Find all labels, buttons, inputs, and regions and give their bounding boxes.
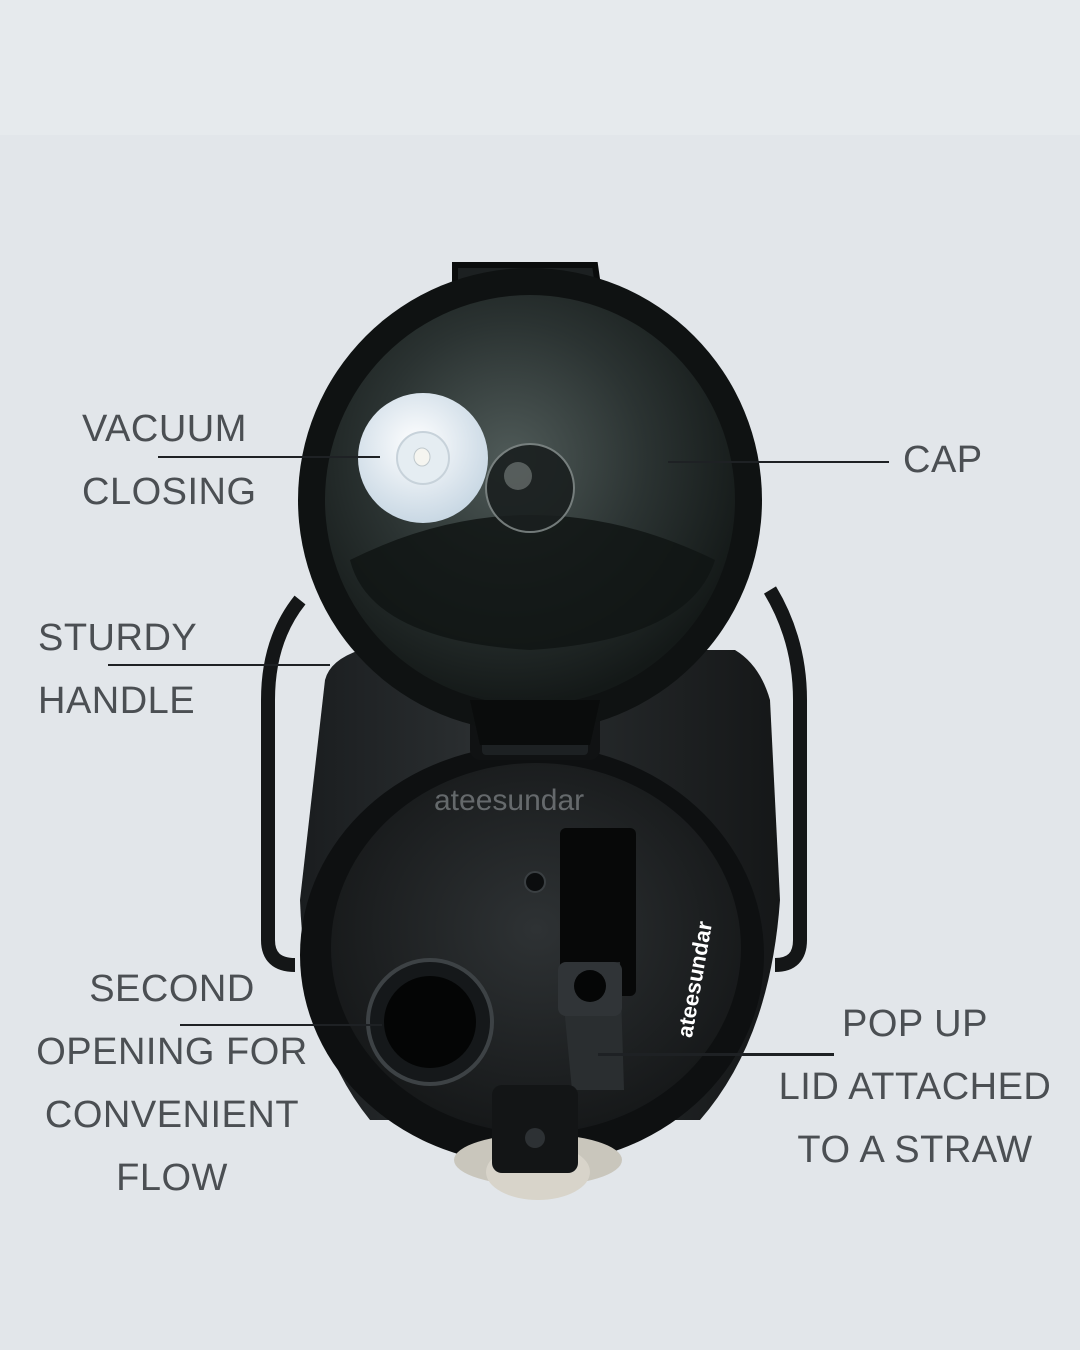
lid-latch <box>454 1085 622 1200</box>
vacuum-closing-label: VACUUM CLOSING <box>82 408 257 513</box>
popup-lid-label: POP UP LID ATTACHED TO A STRAW <box>778 1003 1052 1171</box>
background-band <box>0 0 1080 135</box>
sturdy-handle-leader <box>108 664 330 666</box>
vacuum-closing-leader <box>158 456 380 458</box>
handle <box>261 586 807 972</box>
second-opening <box>366 958 494 1086</box>
cap-leader <box>668 461 889 463</box>
popup-straw-lid <box>558 828 636 1090</box>
second-opening-leader <box>180 1024 382 1026</box>
second-opening-label: SECOND OPENING FOR CONVENIENT FLOW <box>36 968 308 1199</box>
cap-label: CAP <box>903 439 983 481</box>
popup-lid-leader <box>598 1053 834 1056</box>
vacuum-seal <box>358 393 488 523</box>
sturdy-handle-label: STURDY HANDLE <box>38 617 198 722</box>
watermark-faint: ateesundar <box>434 784 585 817</box>
